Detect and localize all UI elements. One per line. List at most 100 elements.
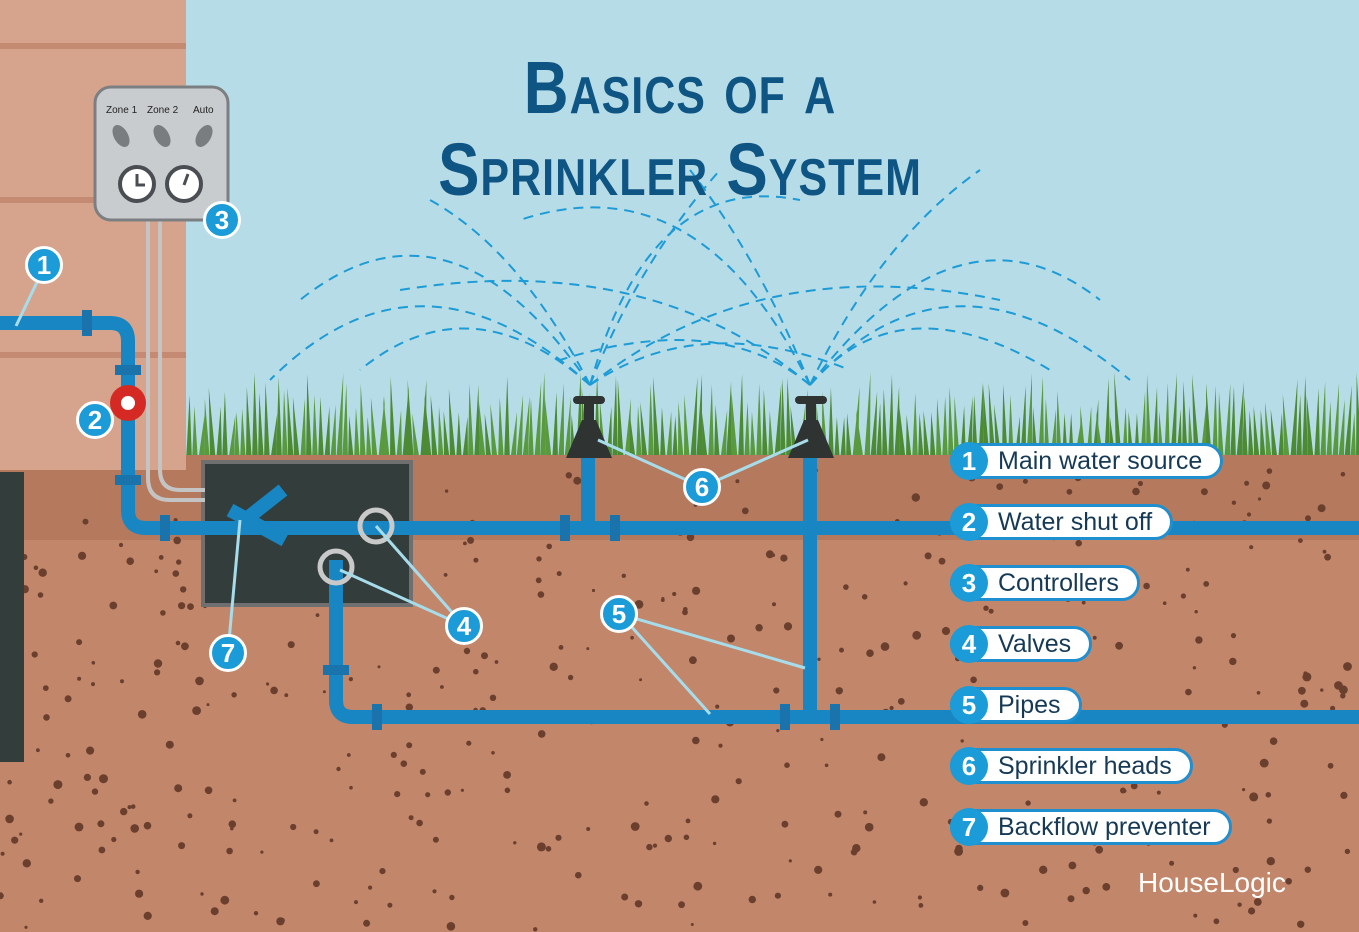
grass-blade [636, 405, 642, 462]
grass-blade [490, 403, 498, 462]
grass-blade [1212, 385, 1218, 462]
grass-blade [240, 408, 246, 462]
soil-dot [98, 846, 106, 854]
legend-item: 1 Main water source [950, 441, 1232, 481]
grass-blade [780, 378, 786, 462]
soil-dot [36, 748, 40, 753]
soil-dot [817, 657, 821, 661]
soil-dot [1082, 886, 1090, 895]
grass-blade [1002, 384, 1008, 462]
grass-blade [666, 411, 672, 462]
grass-blade [448, 388, 456, 462]
grass-blade [1314, 388, 1320, 462]
soil-dot [466, 740, 472, 746]
soil-dot [204, 786, 213, 795]
soil-dot [446, 922, 456, 931]
soil-dot [1249, 545, 1254, 550]
soil-dot [1022, 478, 1028, 484]
legend-number: 2 [950, 503, 988, 541]
soil-dot [774, 892, 782, 899]
soil-dot [400, 760, 408, 767]
soil-dot [535, 577, 542, 584]
grass-blade [228, 414, 236, 462]
grass-blade [222, 391, 228, 462]
soil-dot [1185, 567, 1190, 572]
callout-badge-2: 2 [76, 401, 114, 439]
grass-blade [1026, 373, 1032, 462]
legend-label: Valves [998, 629, 1072, 658]
soil-dot [390, 751, 397, 759]
title-line-1: Basics of a [523, 46, 837, 130]
soil-dot [692, 736, 700, 745]
soil-dot [1304, 866, 1312, 873]
soil-dot [1039, 865, 1048, 874]
soil-dot [748, 895, 756, 904]
grass-blade [762, 389, 768, 462]
soil-dot [187, 603, 194, 610]
soil-dot [154, 569, 159, 574]
grass-blade [660, 406, 666, 462]
soil-dot [864, 822, 874, 832]
soil-dot [712, 841, 717, 846]
soil-dot [765, 550, 774, 559]
callout-badge-5: 5 [600, 595, 638, 633]
soil-dot [228, 820, 237, 828]
soil-dot [1169, 860, 1175, 866]
soil-dot [210, 907, 219, 916]
soil-dot [1067, 895, 1075, 903]
soil-dot [565, 472, 572, 479]
soil-dot [1266, 818, 1273, 824]
soil-dot [1262, 481, 1271, 490]
grass-blade [1356, 372, 1359, 462]
soil-dot [178, 842, 186, 850]
soil-dot [1330, 705, 1336, 711]
legend-pill: 7 Backflow preventer [950, 808, 1232, 846]
legend-label: Controllers [998, 568, 1119, 597]
zone-valve-icon-lower [317, 548, 355, 586]
grass-blade [834, 416, 840, 462]
soil-dot [1192, 666, 1197, 670]
legend-item: 5 Pipes [950, 685, 1232, 725]
soil-dot [349, 785, 353, 790]
soil-dot [419, 768, 426, 775]
soil-dot [160, 610, 166, 616]
legend-pill: 6 Sprinkler heads [950, 747, 1193, 785]
grass-blade [396, 410, 402, 462]
grass-blade [640, 402, 648, 462]
soil-dot [39, 898, 44, 903]
soil-dot [38, 568, 47, 577]
pipes [0, 316, 1359, 724]
soil-dot [368, 885, 373, 890]
grass-blade [258, 392, 264, 462]
soil-dot [1300, 699, 1309, 708]
soil-dot [1244, 480, 1250, 486]
grass-blade [978, 381, 984, 462]
soil-dot [776, 729, 780, 733]
soil-dot [329, 838, 334, 843]
grass-blade [348, 415, 354, 462]
grass-blade [216, 406, 222, 462]
soil-dot [664, 834, 672, 843]
soil-dot [130, 824, 139, 833]
grass-blade [252, 372, 258, 462]
soil-dot [153, 659, 163, 668]
grass-blade [899, 405, 906, 462]
soil-dot [99, 774, 108, 784]
soil-dot [1232, 866, 1239, 874]
soil-dot [65, 753, 71, 758]
soil-dot [118, 542, 124, 548]
soil-dot [711, 795, 720, 804]
soil-dot [660, 598, 665, 602]
soil-dot [37, 592, 44, 598]
grass-blade [702, 413, 708, 462]
soil-dot [313, 880, 320, 888]
grass-blade [1218, 391, 1224, 462]
soil-dot [1132, 487, 1140, 496]
soil-dot [690, 923, 694, 926]
shutoff-valve-icon [110, 385, 146, 421]
soil-dot [755, 624, 763, 632]
grass-blade [474, 384, 480, 462]
page-title: Basics of a Sprinkler System [380, 47, 980, 211]
grass-blade [672, 415, 678, 462]
